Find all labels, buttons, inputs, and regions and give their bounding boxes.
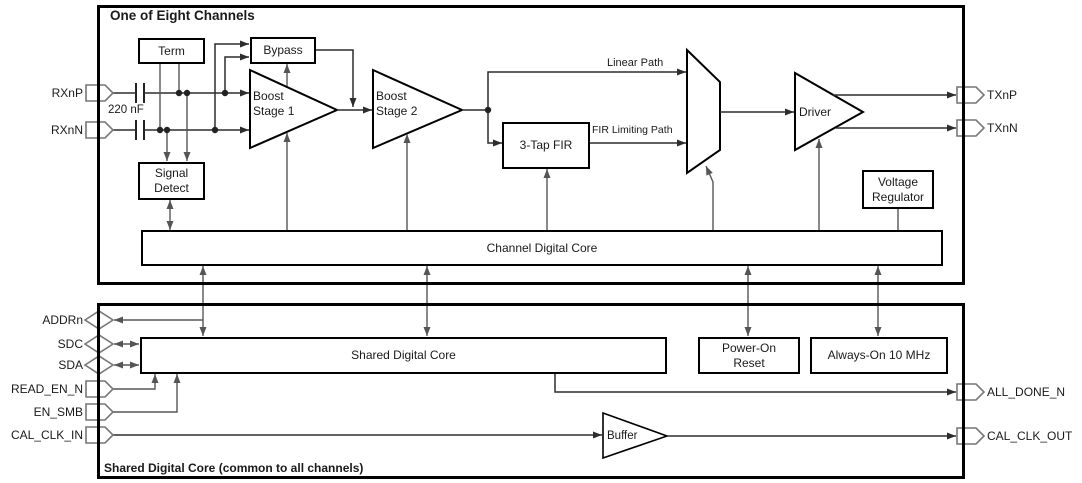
voltage-regulator-block: Voltage Regulator: [862, 170, 934, 209]
txnp-pin-label: TXnP: [987, 88, 1018, 102]
boost-stage-2-triangle: [372, 68, 465, 150]
always-on-block: Always-On 10 MHz: [810, 337, 948, 374]
boost-stage-2-label: Boost Stage 2: [376, 89, 418, 118]
en-smb-pin-label: EN_SMB: [33, 405, 83, 419]
bypass-block: Bypass: [250, 37, 316, 64]
boost-stage-1-label: Boost Stage 1: [253, 89, 295, 118]
boost-stage-1-triangle: [249, 68, 340, 150]
control-wires: [113, 64, 899, 413]
channel-digital-core-block: Channel Digital Core: [141, 230, 943, 266]
read-en-n-pin-label: READ_EN_N: [10, 382, 83, 396]
buffer-label: Buffer: [607, 430, 638, 442]
sda-pin-label: SDA: [58, 358, 83, 372]
mux-shape: [686, 47, 721, 175]
buffer-triangle: [602, 411, 670, 460]
fir-limiting-path-label: FIR Limiting Path: [592, 124, 673, 136]
cal-clk-in-pin-label: CAL_CLK_IN: [10, 428, 83, 442]
addrn-pin-label: ADDRn: [42, 313, 83, 327]
rxnn-pin-label: RXnN: [50, 123, 83, 137]
shared-box: [97, 303, 965, 479]
fir-block: 3-Tap FIR: [502, 122, 590, 169]
signal-wires: [113, 40, 956, 440]
channel-box: [97, 5, 965, 285]
txnn-pin-label: TXnN: [987, 121, 1018, 135]
term-block: Term: [138, 38, 205, 64]
driver-label: Driver: [799, 105, 831, 119]
cal-clk-out-pin-label: CAL_CLK_OUT: [987, 429, 1073, 443]
channel-box-title: One of Eight Channels: [110, 8, 255, 23]
shared-digital-core-block: Shared Digital Core: [140, 337, 667, 374]
sdc-pin-label: SDC: [57, 337, 83, 351]
shared-box-title: Shared Digital Core (common to all chann…: [104, 461, 364, 475]
rxnp-pin-label: RXnP: [51, 86, 83, 100]
signal-detect-block: Signal Detect: [138, 162, 205, 200]
all-done-n-pin-label: ALL_DONE_N: [987, 385, 1066, 399]
amplifier-shapes: [249, 47, 866, 460]
driver-triangle: [794, 71, 866, 152]
power-on-reset-block: Power-On Reset: [698, 337, 800, 374]
junction-dots: [156, 89, 492, 134]
linear-path-label: Linear Path: [607, 57, 664, 69]
capacitor-label: 220 nF: [108, 104, 144, 116]
